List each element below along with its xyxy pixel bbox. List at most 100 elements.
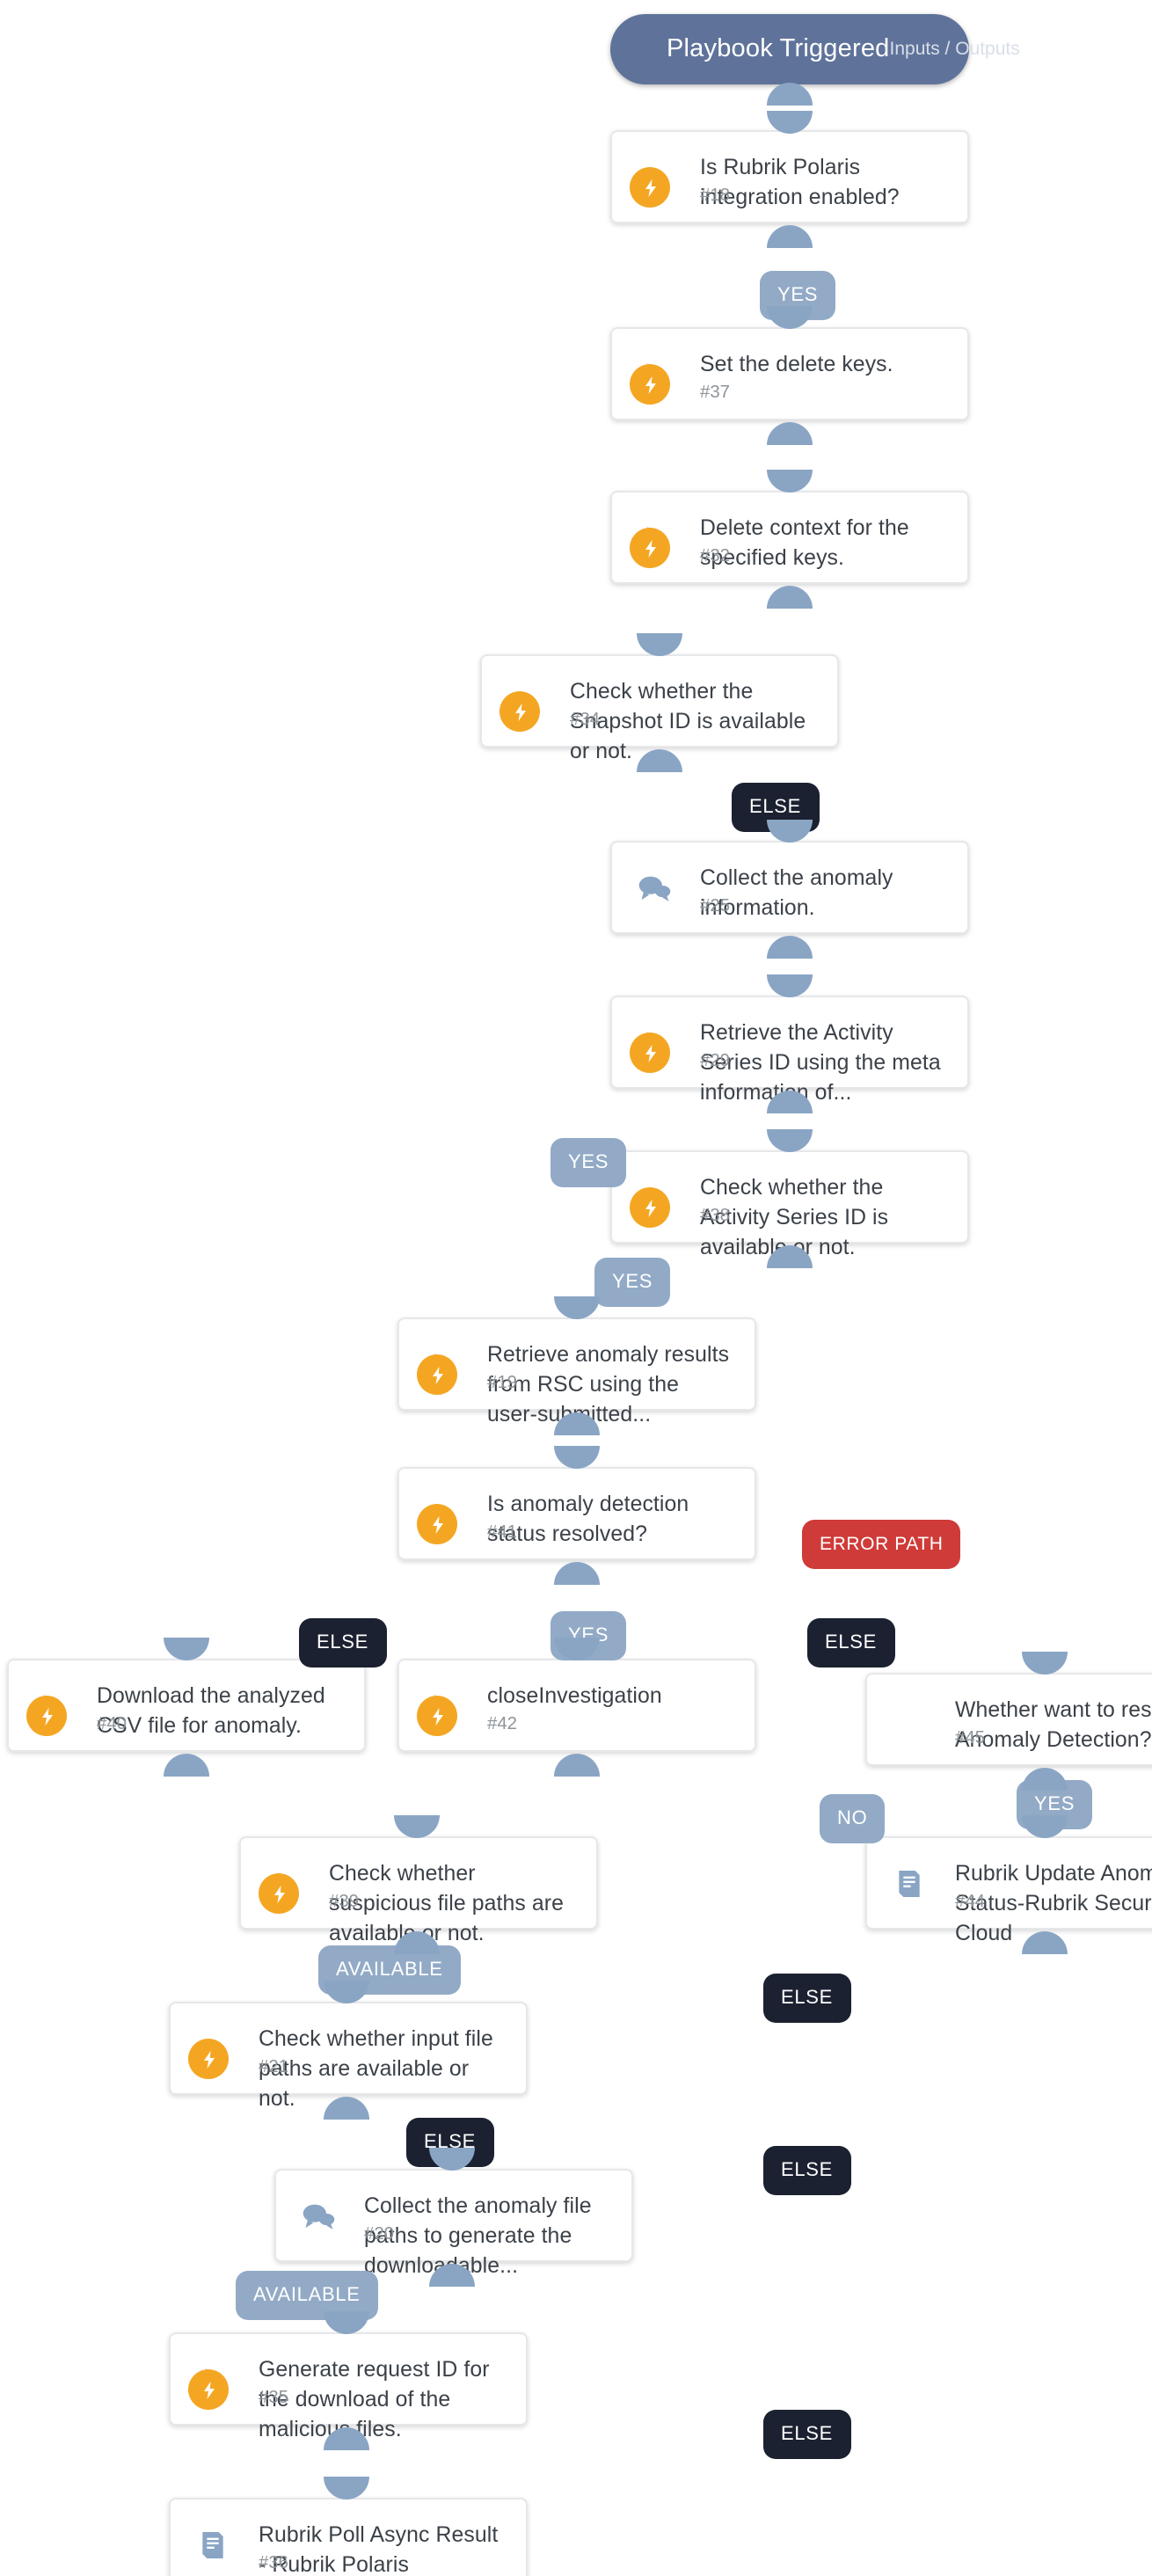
- bolt-icon: [630, 1033, 670, 1073]
- node-36-id: #36: [259, 2554, 288, 2573]
- node-18-title: Is Rubrik Polaris integration enabled?: [700, 155, 900, 209]
- port-34-in: [637, 633, 682, 656]
- data-collection-bubble-icon: [301, 2195, 339, 2234]
- port-25-in: [767, 820, 813, 843]
- node-20-title: Collect the anomaly file paths to genera…: [364, 2193, 592, 2278]
- bolt-icon: [417, 1354, 457, 1395]
- node-29-id: #29: [700, 1052, 730, 1071]
- port-44-in: [1022, 1815, 1068, 1838]
- condition-diamond-icon: [892, 1699, 930, 1738]
- port-19-in: [554, 1296, 600, 1319]
- port-37-out: [767, 422, 813, 445]
- node-20[interactable]: Collect the anomaly file paths to genera…: [274, 2169, 633, 2278]
- node-39-id: #39: [329, 1893, 359, 1912]
- node-25-id: #25: [700, 897, 730, 916]
- edge-badge-yes-38-left[interactable]: YES: [550, 1138, 627, 1187]
- bolt-icon: [630, 364, 670, 405]
- port-start-out: [767, 83, 813, 106]
- node-40-id: #40: [97, 1715, 127, 1734]
- node-35[interactable]: Generate request ID for the download of …: [169, 2332, 528, 2441]
- node-37[interactable]: Set the delete keys. #37: [610, 327, 969, 420]
- node-19-id: #19: [487, 1374, 517, 1393]
- node-37-title: Set the delete keys.: [700, 352, 893, 376]
- node-42-id: #42: [487, 1715, 517, 1734]
- node-44-id: #44: [955, 1893, 985, 1912]
- playbook-triggered-node[interactable]: Playbook Triggered Inputs / Outputs: [610, 14, 1020, 84]
- inputs-outputs-label: Inputs / Outputs: [889, 39, 1020, 60]
- bolt-icon: [188, 2369, 229, 2410]
- node-38-title: Check whether the Activity Series ID is …: [700, 1175, 889, 1259]
- node-44-title: Rubrik Update Anomaly Status-Rubrik Secu…: [955, 1861, 1152, 1945]
- port-32-in: [767, 470, 813, 493]
- playbook-triggered-label: Playbook Triggered: [667, 35, 890, 63]
- node-19[interactable]: Retrieve anomaly results from RSC using …: [397, 1317, 756, 1427]
- bolt-icon: [188, 2039, 229, 2079]
- bolt-icon: [630, 528, 670, 568]
- sub-playbook-book-icon: [892, 1863, 930, 1901]
- port-20-in: [429, 2148, 475, 2171]
- edge-badge-else-center-1[interactable]: ELSE: [763, 1974, 851, 2023]
- node-44[interactable]: Rubrik Update Anomaly Status-Rubrik Secu…: [865, 1836, 1152, 1945]
- port-35-in: [324, 2311, 369, 2334]
- node-41-id: #41: [487, 1523, 517, 1543]
- node-34-id: #34: [570, 711, 600, 730]
- bolt-icon: [417, 1696, 457, 1736]
- node-29[interactable]: Retrieve the Activity Series ID using th…: [610, 996, 969, 1105]
- port-41-out: [554, 1562, 600, 1585]
- edge-badge-yes-38-bottom[interactable]: YES: [594, 1258, 671, 1307]
- port-32-out: [767, 586, 813, 609]
- port-39-in: [394, 1815, 440, 1838]
- port-40-out: [164, 1754, 209, 1777]
- node-45[interactable]: Whether want to resolve Anomaly Detectio…: [865, 1673, 1152, 1766]
- node-39-title: Check whether suspicious file paths are …: [329, 1861, 564, 1945]
- bolt-icon: [417, 1504, 457, 1544]
- edge-badge-available-21[interactable]: AVAILABLE: [236, 2271, 378, 2320]
- node-41[interactable]: Is anomaly detection status resolved? #4…: [397, 1467, 756, 1560]
- node-36-title: Rubrik Poll Async Result - Rubrik Polari…: [259, 2522, 499, 2576]
- node-42-title: closeInvestigation: [487, 1683, 662, 1708]
- port-40-in: [164, 1638, 209, 1660]
- edge-badge-else-41-right[interactable]: ELSE: [807, 1618, 895, 1667]
- edge-badge-else-center-3[interactable]: ELSE: [763, 2410, 851, 2459]
- node-32-title: Delete context for the specified keys.: [700, 515, 909, 570]
- node-29-title: Retrieve the Activity Series ID using th…: [700, 1020, 941, 1105]
- data-collection-bubble-icon: [637, 867, 675, 906]
- node-34[interactable]: Check whether the Snapshot ID is availab…: [480, 654, 839, 763]
- port-45-in: [1022, 1652, 1068, 1675]
- edge-badge-error-path[interactable]: ERROR PATH: [802, 1520, 961, 1569]
- node-18[interactable]: Is Rubrik Polaris integration enabled? #…: [610, 130, 969, 223]
- bolt-icon: [630, 167, 670, 208]
- node-21-id: #21: [259, 2058, 288, 2077]
- port-25-out: [767, 936, 813, 959]
- node-32[interactable]: Delete context for the specified keys. #…: [610, 491, 969, 584]
- node-35-title: Generate request ID for the download of …: [259, 2357, 490, 2441]
- edge-badge-else-41-left[interactable]: ELSE: [299, 1618, 387, 1667]
- bolt-icon: [630, 1187, 670, 1228]
- node-35-id: #35: [259, 2389, 288, 2408]
- node-20-id: #20: [364, 2225, 394, 2244]
- node-45-title: Whether want to resolve Anomaly Detectio…: [955, 1697, 1152, 1752]
- node-45-id: #45: [955, 1729, 985, 1748]
- bolt-icon: [259, 1873, 299, 1914]
- node-37-id: #37: [700, 383, 730, 403]
- node-42[interactable]: closeInvestigation #42: [397, 1659, 756, 1752]
- port-21-in: [324, 1981, 369, 2003]
- sub-playbook-book-icon: [195, 2524, 234, 2563]
- edge-badge-else-center-2[interactable]: ELSE: [763, 2146, 851, 2195]
- node-38[interactable]: Check whether the Activity Series ID is …: [610, 1150, 969, 1259]
- node-21[interactable]: Check whether input file paths are avail…: [169, 2002, 528, 2111]
- port-41-in: [554, 1446, 600, 1469]
- node-21-title: Check whether input file paths are avail…: [259, 2026, 493, 2111]
- edge-badge-no-45[interactable]: NO: [820, 1794, 886, 1843]
- node-40-title: Download the analyzed CSV file for anoma…: [97, 1683, 325, 1738]
- node-40[interactable]: Download the analyzed CSV file for anoma…: [7, 1659, 366, 1752]
- node-32-id: #32: [700, 547, 730, 566]
- node-39[interactable]: Check whether suspicious file paths are …: [239, 1836, 598, 1945]
- node-25[interactable]: Collect the anomaly information. #25: [610, 841, 969, 934]
- port-36-in: [324, 2477, 369, 2499]
- bolt-icon: [26, 1696, 67, 1736]
- node-36[interactable]: Rubrik Poll Async Result - Rubrik Polari…: [169, 2498, 528, 2576]
- node-41-title: Is anomaly detection status resolved?: [487, 1492, 689, 1546]
- port-18-out: [767, 225, 813, 248]
